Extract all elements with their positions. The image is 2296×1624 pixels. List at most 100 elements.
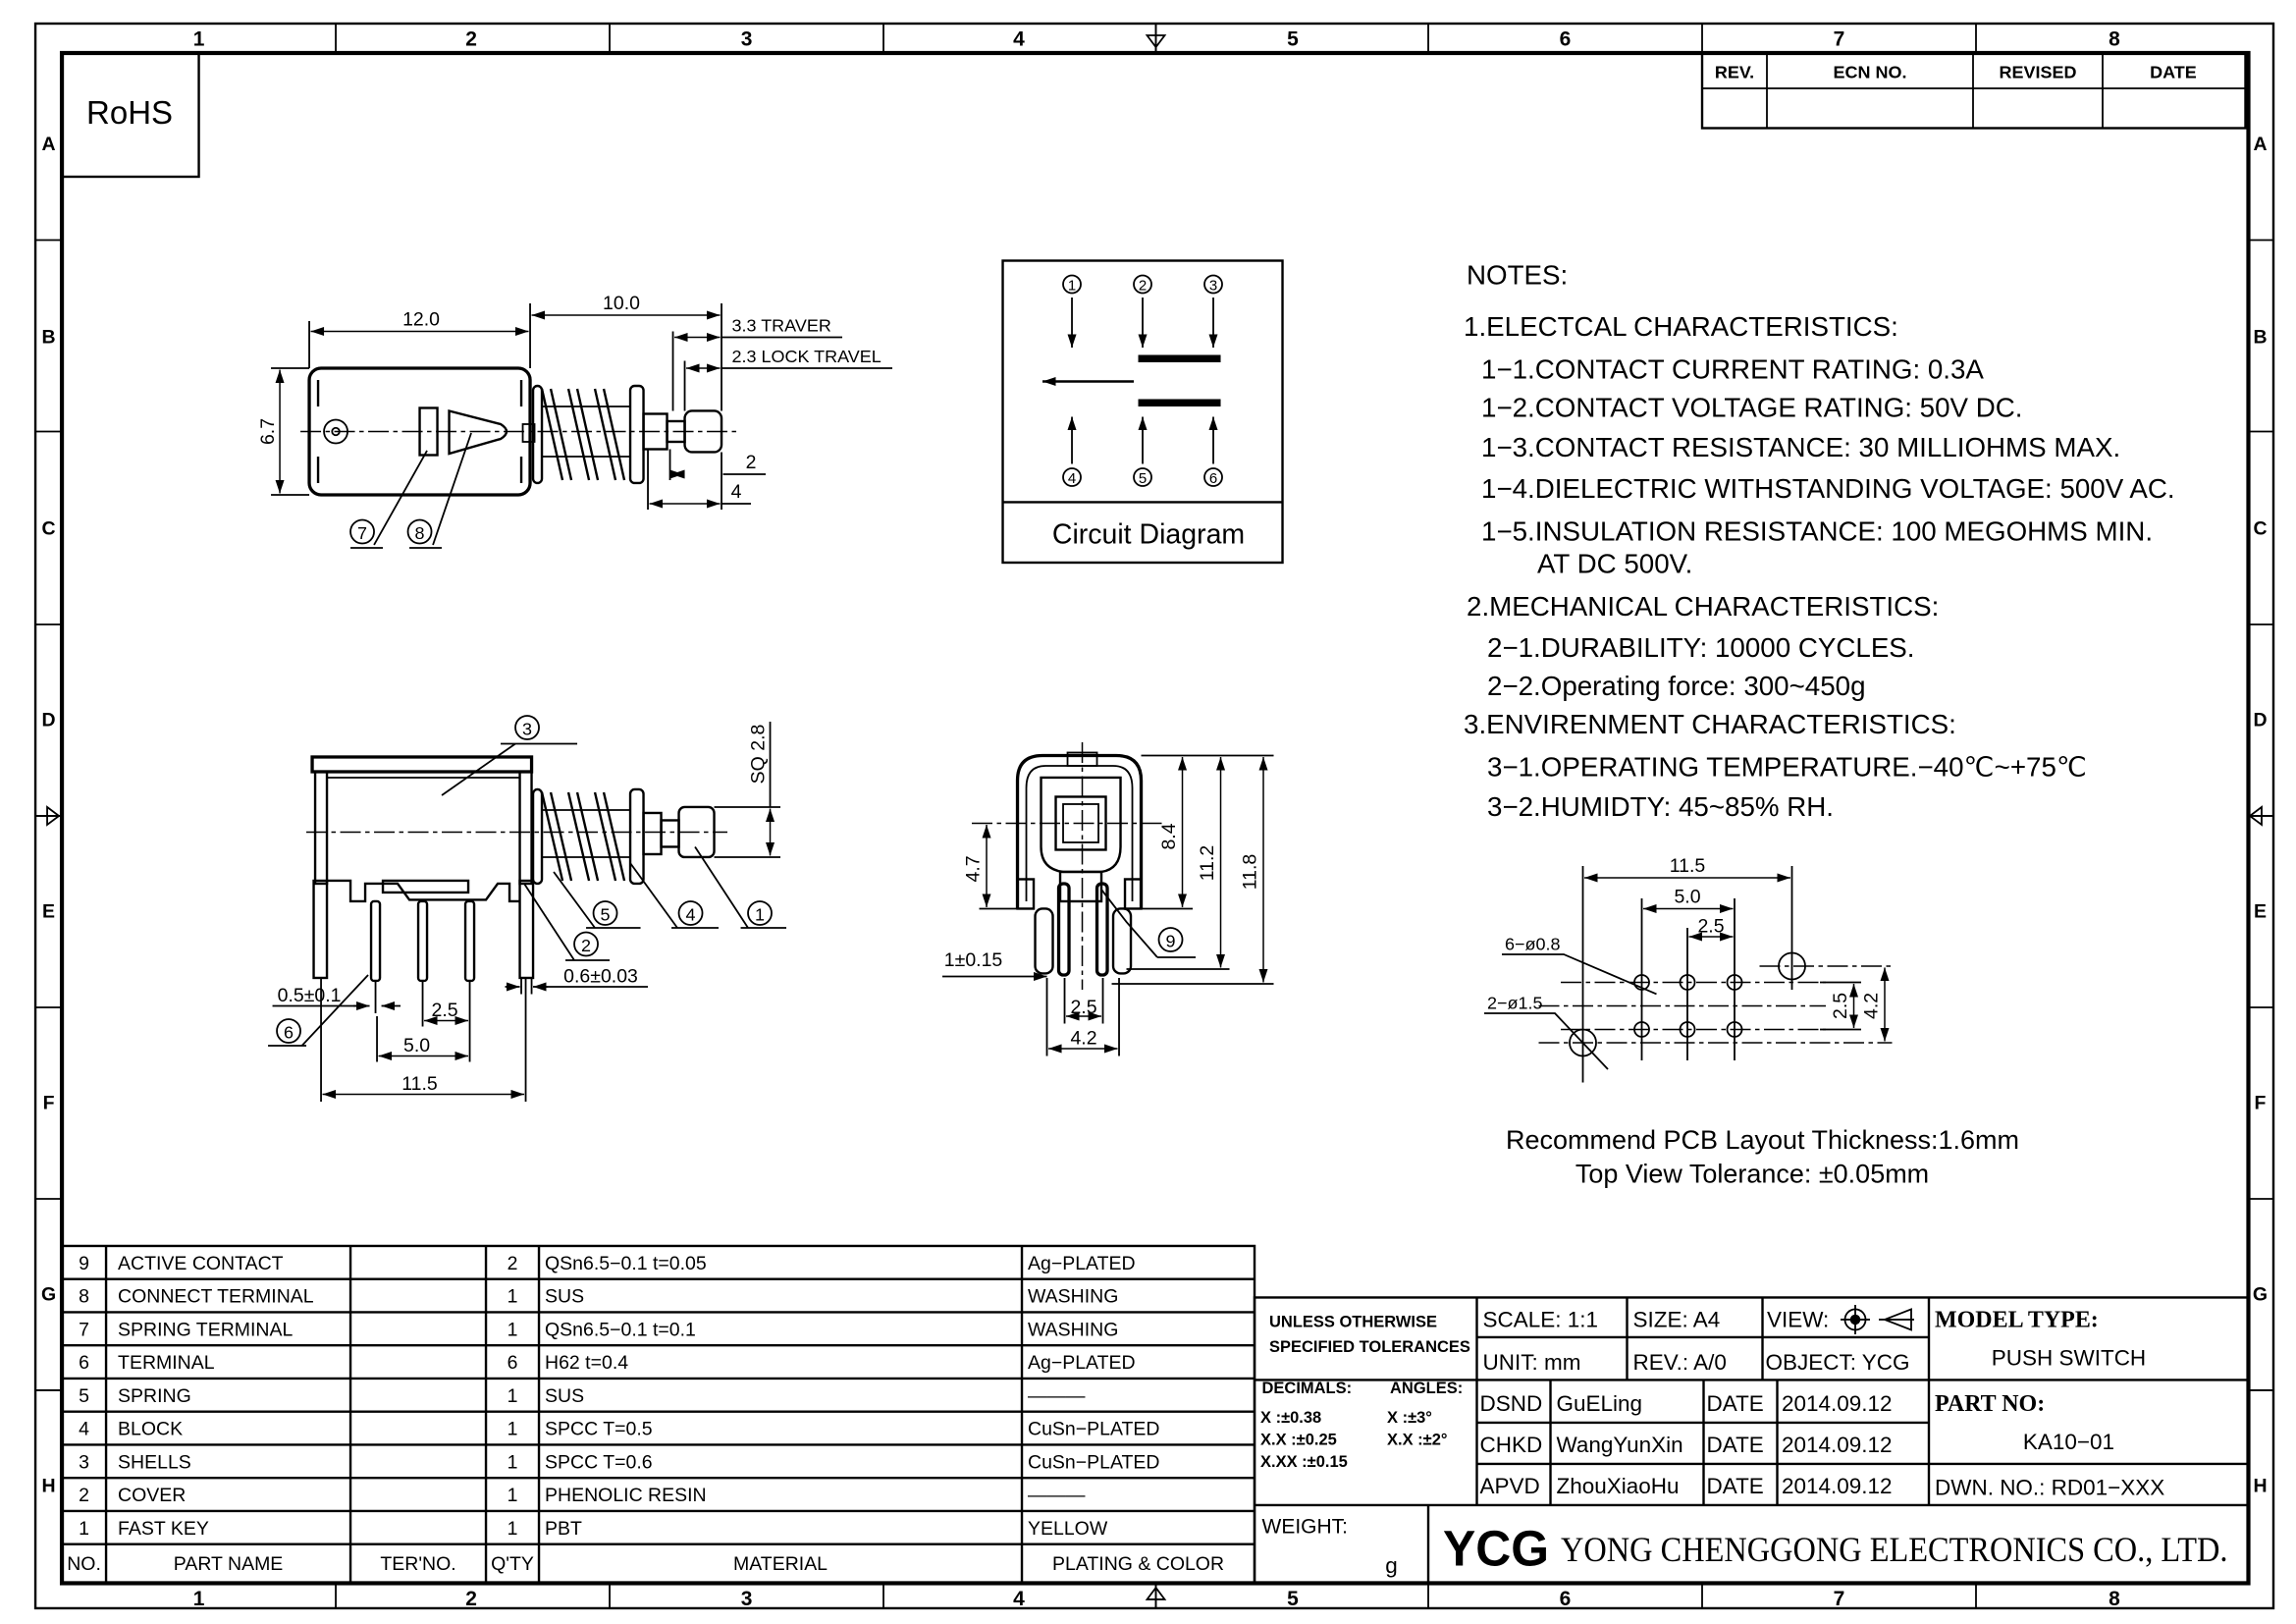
- zone-row-label: D: [2253, 709, 2267, 731]
- spring: [531, 787, 645, 886]
- angle-tolerance: X :±3°: [1387, 1409, 1432, 1427]
- balloon-1: [747, 900, 773, 926]
- cover-base: [327, 879, 520, 903]
- dim-sq: SQ 2.8: [748, 725, 770, 785]
- dim-pin-width: 0.5±0.1: [278, 985, 342, 1006]
- bom-cell: WASHING: [1028, 1286, 1118, 1308]
- signoff-role: APVD: [1480, 1474, 1540, 1498]
- terminal-pin: [463, 899, 476, 983]
- bom-cell: 7: [79, 1319, 89, 1340]
- dim-5-0: 5.0: [1674, 886, 1700, 907]
- bom-cell: QSn6.5−0.1 t=0.05: [545, 1253, 707, 1274]
- zone-row-label: E: [42, 900, 55, 922]
- balloon-label: 6: [284, 1022, 294, 1042]
- bom-cell: YELLOW: [1028, 1518, 1108, 1540]
- dim-4-7: 4.7: [963, 855, 985, 882]
- company-name: YONG CHENGGONG ELECTRONICS CO., LTD.: [1561, 1530, 2227, 1569]
- zone-column-label: 8: [2109, 1588, 2120, 1610]
- bom-cell: 8: [79, 1286, 89, 1308]
- note-line: 1−2.CONTACT VOLTAGE RATING: 50V DC.: [1481, 392, 2022, 422]
- balloon-6: [276, 1018, 301, 1044]
- pcb-holes-small: [1633, 974, 1743, 1038]
- zone-column-label: 6: [1560, 27, 1572, 50]
- block: [1040, 776, 1122, 874]
- zone-column-label: 4: [1013, 27, 1025, 50]
- signoff-date-label: DATE: [1707, 1433, 1764, 1457]
- bom-cell: 1: [507, 1518, 518, 1540]
- terminal-number: 6: [1209, 470, 1217, 487]
- dim-body-length: 12.0: [402, 308, 440, 330]
- rohs-box: RoHS: [60, 51, 200, 179]
- shell-outline: [1015, 753, 1144, 909]
- balloon-8-label: 8: [415, 523, 425, 543]
- balloon-label: 4: [686, 904, 696, 924]
- unit-value: UNIT: mm: [1483, 1350, 1581, 1375]
- dim-11-5: 11.5: [1670, 855, 1706, 877]
- zone-row-label: B: [42, 326, 56, 348]
- bom-cell: SPRING TERMINAL: [118, 1319, 293, 1340]
- bom-cell: 2: [507, 1253, 518, 1274]
- bom-cell: QSn6.5−0.1 t=0.1: [545, 1319, 696, 1340]
- revision-table-header: REV.: [1715, 62, 1754, 81]
- bom-cell: PHENOLIC RESIN: [545, 1485, 707, 1506]
- size-value: SIZE: A4: [1633, 1307, 1721, 1331]
- bom-cell: SPCC T=0.6: [545, 1451, 653, 1473]
- bom-cell: TERMINAL: [118, 1352, 215, 1374]
- decimals-label: DECIMALS:: [1262, 1380, 1353, 1397]
- bom-header: PART NAME: [174, 1553, 284, 1575]
- bom-header: Q'TY: [491, 1553, 534, 1575]
- contact-bar-lower: [1138, 399, 1221, 406]
- signoff-role: CHKD: [1480, 1433, 1543, 1457]
- signoff-role: DSND: [1480, 1391, 1543, 1416]
- object-value: OBJECT: YCG: [1766, 1350, 1910, 1375]
- zone-column-label: 7: [1834, 1588, 1845, 1610]
- zone-row-label: F: [2255, 1092, 2267, 1113]
- centering-mark-left-icon: [35, 805, 63, 827]
- pcb-hole-large: [1778, 951, 1806, 981]
- note-line: 1−3.CONTACT RESISTANCE: 30 MILLIOHMS MAX…: [1481, 432, 2120, 462]
- bom-cell: Ag−PLATED: [1028, 1352, 1136, 1374]
- bom-cell: Ag−PLATED: [1028, 1253, 1136, 1274]
- bom-cell: ———: [1028, 1385, 1086, 1407]
- drawing-number: DWN. NO.: RD01−XXX: [1935, 1475, 2164, 1499]
- zone-row-label: H: [42, 1475, 56, 1496]
- zone-row-label: G: [2253, 1283, 2268, 1305]
- balloon-4: [677, 900, 704, 926]
- terminal-number: 1: [1068, 277, 1076, 294]
- bom-header: NO.: [67, 1553, 101, 1575]
- bom-header: PLATING & COLOR: [1052, 1553, 1224, 1575]
- bom-cell: 1: [507, 1419, 518, 1440]
- note-line: AT DC 500V.: [1537, 548, 1692, 578]
- zone-row-label: D: [42, 709, 56, 731]
- bom-cell: SPRING: [118, 1385, 191, 1407]
- bom-cell: SUS: [545, 1385, 584, 1407]
- terminal-number: 4: [1068, 470, 1076, 487]
- zone-column-label: 5: [1287, 27, 1299, 50]
- bom-cell: COVER: [118, 1485, 186, 1506]
- dim-leg-width: 0.6±0.03: [563, 965, 638, 987]
- view-label: VIEW:: [1767, 1307, 1829, 1331]
- bom-header: MATERIAL: [733, 1553, 828, 1575]
- zone-column-label: 3: [741, 1588, 753, 1610]
- dim-4-2: 4.2: [1861, 993, 1883, 1019]
- note-line: 1−4.DIELECTRIC WITHSTANDING VOLTAGE: 500…: [1481, 473, 2175, 504]
- circuit-diagram-title: Circuit Diagram: [1052, 518, 1245, 550]
- signoff-name: WangYunXin: [1557, 1433, 1683, 1457]
- terminal-number: 3: [1209, 277, 1217, 294]
- zone-row-label: C: [42, 517, 56, 539]
- model-type-value: PUSH SWITCH: [1992, 1345, 2146, 1370]
- signoff-name: ZhouXiaoHu: [1557, 1474, 1680, 1498]
- note-line: 2−1.DURABILITY: 10000 CYCLES.: [1487, 632, 1915, 663]
- centering-mark-bottom-icon: [1145, 1583, 1167, 1608]
- centering-mark-right-icon: [2248, 805, 2273, 827]
- rohs-label: RoHS: [86, 94, 173, 131]
- leg-left: [312, 879, 329, 980]
